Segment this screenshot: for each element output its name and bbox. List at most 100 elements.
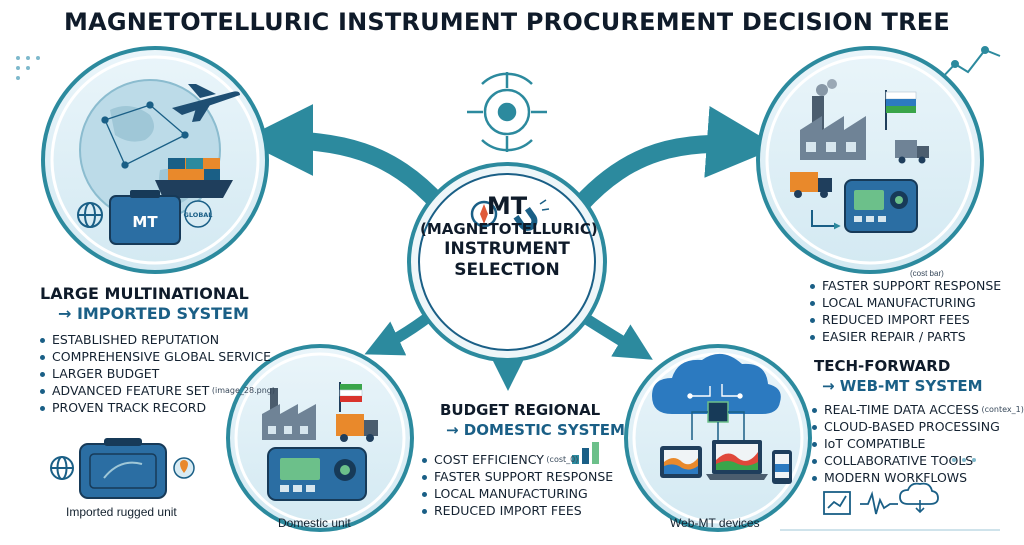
benefit-text: REAL-TIME DATA ACCESS	[824, 402, 979, 417]
factory-icon	[262, 388, 316, 440]
benefit-tag: (contex_1)	[978, 405, 1024, 414]
benefit-text: PROVEN TRACK RECORD	[52, 400, 207, 415]
multinational-heading-line1: LARGE MULTINATIONAL	[40, 284, 249, 303]
laptop-icon	[706, 440, 768, 480]
center-line-1: MT	[486, 192, 528, 220]
benefit-text: MODERN WORKFLOWS	[824, 470, 968, 485]
tech-heading: TECH-FORWARD → WEB-MT SYSTEM	[814, 356, 983, 396]
airplane-icon	[172, 84, 240, 122]
trend-line-icon	[939, 46, 1001, 81]
budget-benefit-item: LOCAL MANUFACTURING	[420, 485, 613, 502]
cargo-ship-icon	[155, 158, 233, 198]
budget-heading-line2: → DOMESTIC SYSTEM	[446, 421, 625, 439]
benefit-text: LOCAL MANUFACTURING	[434, 486, 588, 501]
target-icon	[467, 72, 547, 152]
benefit-text: ADVANCED FEATURE SET	[52, 383, 210, 398]
benefit-text: REDUCED IMPORT FEES	[822, 312, 970, 327]
benefit-tag: (image_28.png)	[209, 386, 275, 395]
domestic-instrument-icon	[844, 179, 918, 233]
cloud-sync-icon	[899, 482, 939, 514]
tech-benefit-item: REAL-TIME DATA ACCESS (contex_1)	[810, 401, 1024, 418]
phone-icon	[772, 450, 792, 484]
global-badge: GLOBAL	[184, 200, 213, 228]
globe-grid-icon	[77, 202, 103, 228]
regional-illustration	[756, 46, 984, 274]
benefit-text: FASTER SUPPORT RESPONSE	[822, 278, 1002, 293]
regional-benefits-list: FASTER SUPPORT RESPONSE LOCAL MANUFACTURI…	[808, 277, 1001, 345]
budget-benefit-item: FASTER SUPPORT RESPONSE	[420, 468, 613, 485]
diagram-title: MAGNETOTELLURIC INSTRUMENT PROCUREMENT D…	[63, 8, 950, 36]
tech-heading-line2: → WEB-MT SYSTEM	[822, 377, 983, 395]
domestic-unit-caption: Domestic unit	[278, 516, 351, 530]
benefit-text: EASIER REPAIR / PARTS	[822, 329, 966, 344]
equipment-case-icon: MT	[109, 190, 181, 245]
cost-bar-tag: (cost bar)	[910, 269, 944, 278]
tech-heading-line1: TECH-FORWARD	[814, 357, 951, 375]
chip-icon	[691, 401, 745, 440]
tech-benefit-item: COLLABORATIVE TOOLS	[810, 452, 1024, 469]
location-globe-icon	[173, 457, 195, 479]
domestic-instrument-icon	[267, 447, 367, 501]
center-line-4: SELECTION	[454, 260, 560, 280]
tech-benefit-item: IoT COMPATIBLE	[810, 435, 1024, 452]
benefit-text: IoT COMPATIBLE	[824, 436, 926, 451]
globe-grid-icon	[50, 456, 74, 480]
imported-unit-caption: Imported rugged unit	[66, 505, 177, 519]
line-chart-icon	[823, 491, 851, 515]
decorative-dots	[16, 56, 976, 462]
regional_support-benefit-item: FASTER SUPPORT RESPONSE	[808, 277, 1001, 294]
center-line-3: INSTRUMENT	[444, 239, 570, 259]
multinational-heading: LARGE MULTINATIONAL → IMPORTED SYSTEM	[40, 284, 249, 324]
tech-benefit-item: CLOUD-BASED PROCESSING	[810, 418, 1024, 435]
tech-benefits-list: REAL-TIME DATA ACCESS (contex_1)CLOUD-BA…	[810, 401, 1024, 486]
truck-icon	[895, 140, 929, 164]
benefit-text: CLOUD-BASED PROCESSING	[824, 419, 1000, 434]
factory-icon	[800, 79, 866, 160]
benefit-text: REDUCED IMPORT FEES	[434, 503, 582, 518]
flag-icon	[885, 90, 917, 130]
center-label: MT (MAGNETOTELLURIC) INSTRUMENT SELECTIO…	[420, 192, 598, 281]
regional_support-benefit-item: EASIER REPAIR / PARTS	[808, 328, 1001, 345]
global-label: GLOBAL	[184, 211, 213, 219]
imported-rugged-case-icon	[79, 438, 167, 499]
waveform-icon	[860, 490, 898, 515]
multinational-benefit-item: LARGER BUDGET	[38, 365, 275, 382]
tech-benefit-item: MODERN WORKFLOWS	[810, 469, 1024, 486]
budget-benefit-item: REDUCED IMPORT FEES	[420, 502, 613, 519]
budget-heading-line1: BUDGET REGIONAL	[440, 401, 601, 419]
multinational-benefit-item: PROVEN TRACK RECORD	[38, 399, 275, 416]
benefit-text: ESTABLISHED REPUTATION	[52, 332, 220, 347]
webmt-devices-caption: Web-MT devices	[670, 516, 760, 530]
budget-benefit-item: COST EFFICIENCY (cost_0)	[420, 451, 613, 468]
budget-illustration	[226, 344, 414, 532]
magnet-icon	[513, 199, 550, 231]
multinational-illustration: MT GLOBAL	[41, 46, 269, 274]
case-label: MT	[132, 213, 158, 231]
benefit-text: COST EFFICIENCY	[434, 452, 544, 467]
delivery-truck-icon	[790, 172, 832, 198]
flag-icon	[339, 382, 363, 412]
benefit-text: COMPREHENSIVE GLOBAL SERVICE	[52, 349, 271, 364]
multinational-benefits-list: ESTABLISHED REPUTATION COMPREHENSIVE GLOB…	[38, 331, 275, 416]
tablet-icon	[660, 446, 702, 478]
delivery-truck-icon	[336, 414, 378, 442]
multinational-benefit-item: ADVANCED FEATURE SET (image_28.png)	[38, 382, 275, 399]
center-line-2: (MAGNETOTELLURIC)	[420, 220, 598, 238]
regional_support-benefit-item: LOCAL MANUFACTURING	[808, 294, 1001, 311]
budget-benefits-list: COST EFFICIENCY (cost_0)FASTER SUPPORT R…	[420, 451, 613, 519]
benefit-text: LARGER BUDGET	[52, 366, 160, 381]
center-node	[407, 162, 607, 362]
multinational-benefit-item: ESTABLISHED REPUTATION	[38, 331, 275, 348]
budget-heading: BUDGET REGIONAL → DOMESTIC SYSTEM	[440, 400, 625, 440]
benefit-text: FASTER SUPPORT RESPONSE	[434, 469, 614, 484]
benefit-text: COLLABORATIVE TOOLS	[824, 453, 974, 468]
multinational-benefit-item: COMPREHENSIVE GLOBAL SERVICE	[38, 348, 275, 365]
compass-icon	[470, 200, 498, 228]
benefit-text: LOCAL MANUFACTURING	[822, 295, 976, 310]
benefit-tag: (cost_0)	[543, 455, 579, 464]
cost-bar-icon	[572, 442, 599, 464]
regional_support-benefit-item: REDUCED IMPORT FEES	[808, 311, 1001, 328]
tech-illustration	[624, 344, 812, 532]
